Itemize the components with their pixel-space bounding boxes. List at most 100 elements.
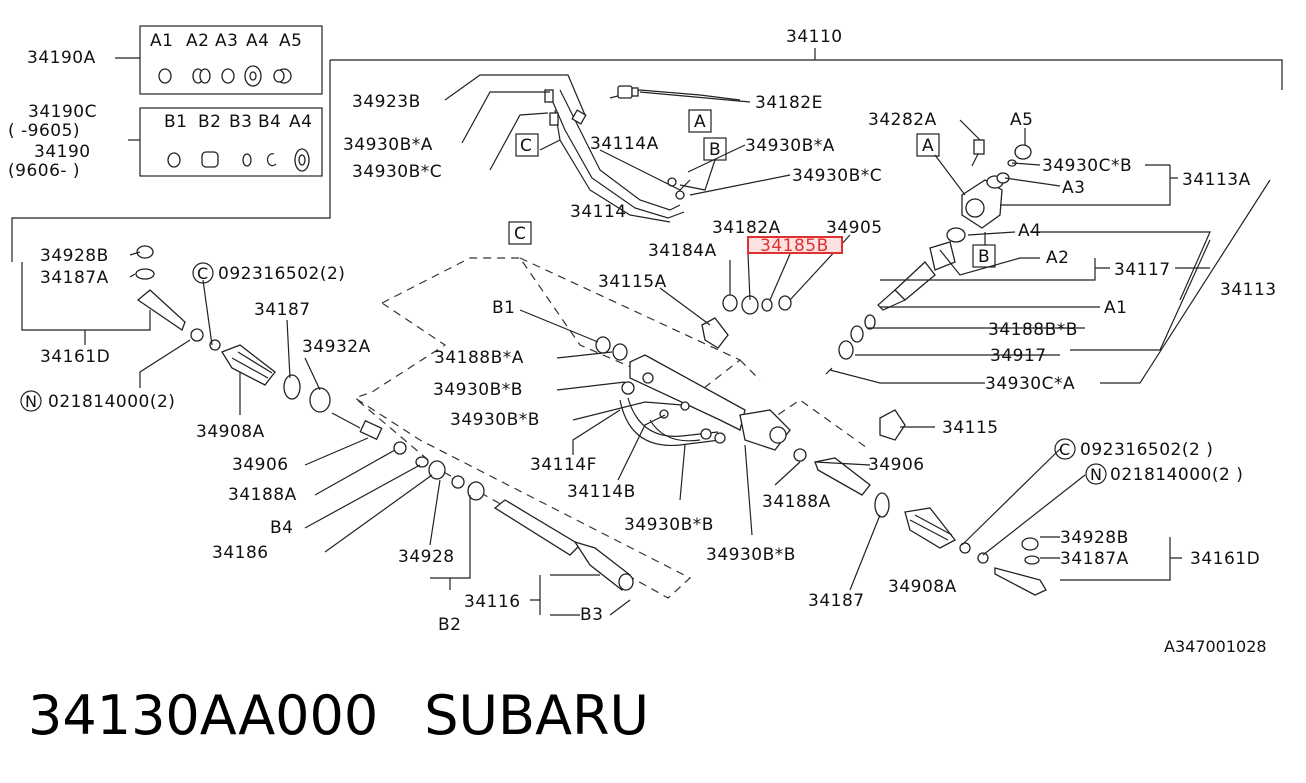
label-a1: A1	[1104, 298, 1127, 318]
main-bracket-34110	[11, 48, 1283, 262]
label-34906-1: 34906	[232, 455, 289, 475]
valve-housing	[825, 139, 1032, 375]
box-label-c2: C	[514, 224, 526, 244]
label-092316502-1: 092316502(2)	[218, 264, 345, 284]
label-021814000-1: 021814000(2)	[48, 392, 175, 412]
label-a4: A4	[1018, 221, 1041, 241]
kit-label-b1: B1	[164, 112, 187, 132]
kit-label-b2: B2	[198, 112, 221, 132]
label-34930bc-1: 34930B*C	[352, 162, 442, 182]
part-labels: 34110 34190A 34190C ( -9605) 34190 (9606…	[8, 27, 1276, 656]
label-34114: 34114	[570, 202, 627, 222]
diagram-reference-code: A347001028	[1164, 637, 1267, 656]
label-a5: A5	[1010, 110, 1033, 130]
rack-housing	[619, 354, 791, 451]
label-34917: 34917	[990, 346, 1047, 366]
label-34930cb: 34930C*B	[1042, 156, 1132, 176]
kit-label-a1: A1	[150, 31, 173, 51]
label-34930ca: 34930C*A	[985, 374, 1075, 394]
label-34930bb-3: 34930B*B	[624, 515, 714, 535]
label-34932a: 34932A	[302, 337, 371, 357]
kit-label-b4: B4	[258, 112, 281, 132]
label-34188a-2: 34188A	[762, 492, 831, 512]
label-34114a: 34114A	[590, 134, 659, 154]
label-34928: 34928	[398, 547, 455, 567]
label-34905: 34905	[826, 218, 883, 238]
kit-label-a3: A3	[215, 31, 238, 51]
label-34906-2: 34906	[868, 455, 925, 475]
label-34188a-1: 34188A	[228, 485, 297, 505]
label-34187-1: 34187	[254, 300, 311, 320]
label-b1: B1	[492, 298, 515, 318]
kit-box-b	[128, 107, 323, 177]
label-34928b-1: 34928B	[40, 246, 109, 266]
circle-n-2: N	[1090, 465, 1102, 484]
label-34186: 34186	[212, 543, 269, 563]
label-34161d-1: 34161D	[40, 347, 110, 367]
label-34114f: 34114F	[530, 455, 597, 475]
label-a3: A3	[1062, 178, 1085, 198]
label-34190c-range: ( -9605)	[8, 121, 80, 141]
circle-c-1: C	[197, 264, 208, 283]
label-34928b-2: 34928B	[1060, 528, 1129, 548]
brand-name: SUBARU	[424, 684, 650, 747]
circle-c-2: C	[1059, 440, 1070, 459]
label-34930bc-2: 34930B*C	[792, 166, 882, 186]
kit-label-b3: B3	[229, 112, 252, 132]
kit-label-a4: A4	[246, 31, 269, 51]
label-34161d-2: 34161D	[1190, 549, 1260, 569]
label-34930bb-1: 34930B*B	[433, 380, 523, 400]
footer-caption: 34130AA000 SUBARU	[28, 684, 649, 754]
label-34930ba-2: 34930B*A	[745, 136, 835, 156]
label-021814000-2: 021814000(2 )	[1110, 465, 1243, 485]
boxed-letters	[508, 109, 996, 268]
label-34930bb-2: 34930B*B	[450, 410, 540, 430]
label-b3: B3	[580, 605, 603, 625]
box-label-b2: B	[978, 247, 990, 267]
label-34185b: 34185B	[760, 236, 829, 256]
label-b2: B2	[438, 615, 461, 635]
label-34115a: 34115A	[598, 272, 667, 292]
label-34114b: 34114B	[567, 482, 636, 502]
label-34116: 34116	[464, 592, 521, 612]
kit-label-a2: A2	[186, 31, 209, 51]
label-34188bb: 34188B*B	[988, 320, 1078, 340]
label-092316502-2: 092316502(2 )	[1080, 440, 1213, 460]
label-34908a-1: 34908A	[196, 422, 265, 442]
label-34930bb-4: 34930B*B	[706, 545, 796, 565]
box-label-b1: B	[709, 140, 721, 160]
label-34930ba-1: 34930B*A	[343, 135, 433, 155]
label-34117: 34117	[1114, 260, 1171, 280]
kit-box-a	[115, 25, 323, 95]
label-34115: 34115	[942, 418, 999, 438]
label-34188ba: 34188B*A	[434, 348, 524, 368]
label-34190-range: (9606- )	[8, 161, 80, 181]
hose-assembly	[544, 85, 741, 223]
label-34187a-1: 34187A	[40, 268, 109, 288]
leader-lines	[21, 74, 1271, 616]
label-34113a: 34113A	[1182, 170, 1251, 190]
highlight-box-34185b	[747, 236, 843, 254]
kit-label-a4b: A4	[289, 112, 312, 132]
kit-label-a5: A5	[279, 31, 302, 51]
box-label-a1: A	[694, 112, 706, 132]
label-34190: 34190	[34, 142, 91, 162]
label-34923b: 34923B	[352, 92, 421, 112]
label-34182e: 34182E	[755, 93, 823, 113]
label-34282a: 34282A	[868, 110, 937, 130]
label-34190a: 34190A	[27, 48, 96, 68]
part-number: 34130AA000	[28, 684, 379, 747]
left-tie-rod	[135, 245, 634, 591]
label-34187a-2: 34187A	[1060, 549, 1129, 569]
box-label-a2: A	[922, 136, 934, 156]
circle-markers	[20, 262, 1107, 485]
box-label-c1: C	[520, 136, 532, 156]
right-tie-rod	[793, 448, 1047, 596]
parts-diagram: 34110 34190A 34190C ( -9605) 34190 (9606…	[8, 25, 1283, 656]
circle-n-1: N	[25, 392, 37, 411]
label-b4: B4	[270, 518, 293, 538]
label-34110: 34110	[786, 27, 843, 47]
label-34182a: 34182A	[712, 218, 781, 238]
label-34184a: 34184A	[648, 241, 717, 261]
label-a2: A2	[1046, 248, 1069, 268]
